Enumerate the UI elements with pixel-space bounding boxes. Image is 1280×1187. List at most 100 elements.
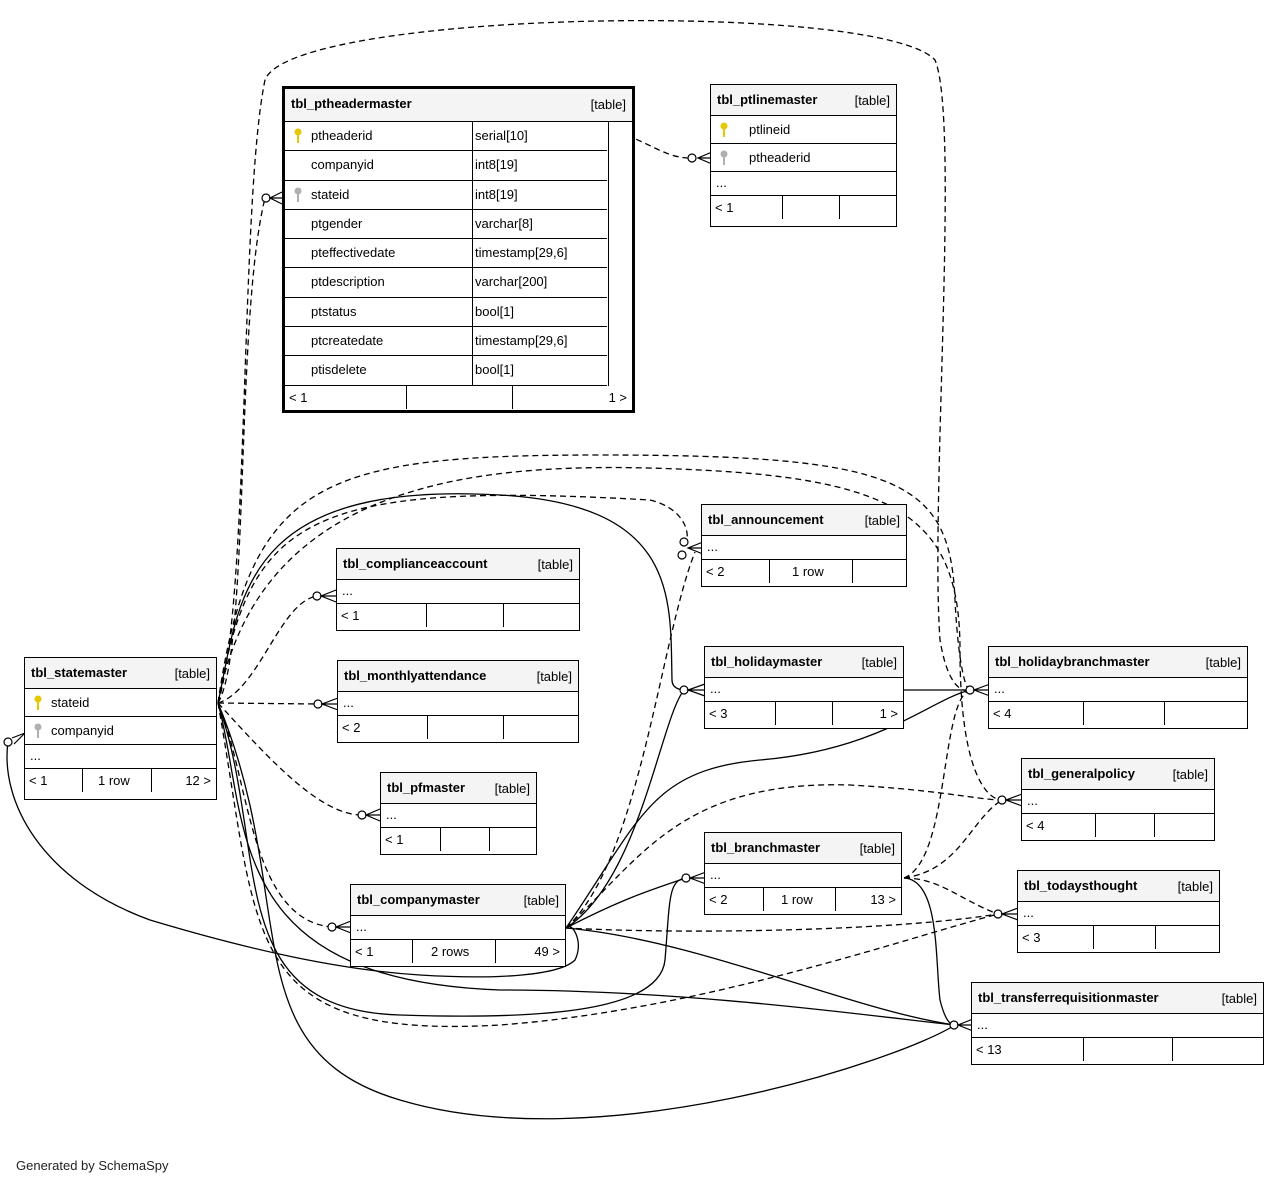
footer-parents[interactable]: < 1 xyxy=(341,608,360,623)
footer-parents[interactable]: < 1 xyxy=(29,773,48,788)
rel-state-attendance xyxy=(217,702,319,705)
footer-rowcount: 2 rows xyxy=(431,944,470,959)
footer-children[interactable]: 49 > xyxy=(534,944,560,959)
rel-branch-holidaybranch xyxy=(903,689,971,879)
entity-type: [table] xyxy=(536,669,572,684)
column-divider xyxy=(472,268,473,297)
entity-branchmaster[interactable]: tbl_branchmaster[table]... < 2 1 row 13 > xyxy=(704,832,902,915)
entity-header: tbl_monthlyattendance[table] xyxy=(338,661,578,692)
footer-children[interactable]: 1 > xyxy=(879,706,898,721)
entity-statemaster[interactable]: tbl_statemaster [table] stateid companyi… xyxy=(24,657,217,800)
more-columns: ... xyxy=(972,1014,1263,1038)
entity-transferrequisitionmaster[interactable]: tbl_transferrequisitionmaster[table]...<… xyxy=(971,982,1264,1065)
column-divider xyxy=(472,180,473,209)
entity-header: tbl_generalpolicy[table] xyxy=(1022,759,1214,790)
rel-state-transfer xyxy=(217,702,956,1026)
entity-type: [table] xyxy=(864,513,900,528)
primary-key-icon xyxy=(294,128,302,143)
column-row[interactable]: ptheaderid xyxy=(711,144,896,172)
entity-name: tbl_ptlinemaster xyxy=(717,92,818,107)
entity-header: tbl_holidaybranchmaster[table] xyxy=(989,647,1247,678)
footer-parents[interactable]: < 3 xyxy=(709,706,728,721)
more-columns: ... xyxy=(705,864,901,888)
footer-parents[interactable]: < 1 xyxy=(289,389,308,405)
entity-footer: < 1 1 row 12 > xyxy=(25,769,216,792)
column-type: bool[1] xyxy=(475,303,515,319)
footer-divider xyxy=(1154,814,1155,837)
entity-header: tbl_statemaster [table] xyxy=(25,658,216,689)
entity-footer: < 3 1 > xyxy=(705,702,903,725)
footer-parents[interactable]: < 1 xyxy=(715,200,734,215)
entity-footer: < 4 xyxy=(989,702,1247,725)
footer-parents[interactable]: < 2 xyxy=(342,720,361,735)
rel-company-branch xyxy=(565,877,687,929)
column-name: ptisdelete xyxy=(311,362,367,378)
marker-ptline xyxy=(687,153,697,163)
entity-type: [table] xyxy=(854,93,890,108)
entity-ptlinemaster[interactable]: tbl_ptlinemaster [table] ptlineid pthead… xyxy=(710,84,897,227)
column-row[interactable]: ptlineid xyxy=(711,116,896,144)
entity-holidaybranchmaster[interactable]: tbl_holidaybranchmaster[table]...< 4 xyxy=(988,646,1248,729)
entity-pfmaster[interactable]: tbl_pfmaster[table]... < 1 xyxy=(380,772,537,855)
ellipsis-text: ... xyxy=(710,681,721,696)
footer-parents[interactable]: < 2 xyxy=(706,564,725,579)
column-row[interactable]: stateid xyxy=(25,689,216,717)
column-name: companyid xyxy=(311,157,374,173)
ellipsis-text: ... xyxy=(977,1017,988,1032)
column-divider xyxy=(472,239,473,268)
footer-parents[interactable]: < 13 xyxy=(976,1042,1002,1057)
footer-rowcount: 1 row xyxy=(781,892,813,907)
column-row[interactable]: companyid xyxy=(25,717,216,745)
column-name: ptdescription xyxy=(311,274,385,290)
column-name: ptstatus xyxy=(311,303,357,319)
entity-header: tbl_branchmaster[table] xyxy=(705,833,901,864)
column-type: int8[19] xyxy=(475,186,518,202)
entity-monthlyattendance[interactable]: tbl_monthlyattendance[table]...< 2 xyxy=(337,660,579,743)
entity-generalpolicy[interactable]: tbl_generalpolicy[table]...< 4 xyxy=(1021,758,1215,841)
footer-parents[interactable]: < 1 xyxy=(385,832,404,847)
footer-parents[interactable]: < 4 xyxy=(1026,818,1045,833)
ellipsis-text: ... xyxy=(386,807,397,822)
footer-parents[interactable]: < 4 xyxy=(993,706,1012,721)
footer-divider xyxy=(495,940,496,963)
column-type: timestamp[29,6] xyxy=(475,245,568,261)
entity-type: [table] xyxy=(1177,879,1213,894)
footer-children[interactable]: 13 > xyxy=(870,892,896,907)
entity-todaysthought[interactable]: tbl_todaysthought[table]...< 3 xyxy=(1017,870,1220,953)
entity-header: tbl_pfmaster[table] xyxy=(381,773,536,804)
footer-parents[interactable]: < 2 xyxy=(709,892,728,907)
entity-complianceaccount[interactable]: tbl_complianceaccount[table]...< 1 xyxy=(336,548,580,631)
footer-parents[interactable]: < 1 xyxy=(355,944,374,959)
entity-footer: < 2 1 row 13 > xyxy=(705,888,901,911)
entity-type: [table] xyxy=(1221,991,1257,1006)
column-divider xyxy=(472,151,473,180)
rel-company-transfer xyxy=(565,927,956,1026)
column-divider xyxy=(472,327,473,356)
more-columns: ... xyxy=(711,172,896,196)
footer-parents[interactable]: < 3 xyxy=(1022,930,1041,945)
footer-divider xyxy=(503,716,504,739)
column-row[interactable]: ptstatus bool[1] xyxy=(285,297,607,328)
ellipsis-text: ... xyxy=(716,175,727,190)
footer-children[interactable]: 1 > xyxy=(608,389,627,405)
column-name: ptlineid xyxy=(749,122,791,137)
rel-state-company xyxy=(217,702,333,928)
column-type: varchar[8] xyxy=(475,215,533,231)
rel-company-holidaybranch xyxy=(565,689,971,929)
marker-announcement-1 xyxy=(679,537,689,547)
footer-children[interactable]: 12 > xyxy=(185,773,211,788)
